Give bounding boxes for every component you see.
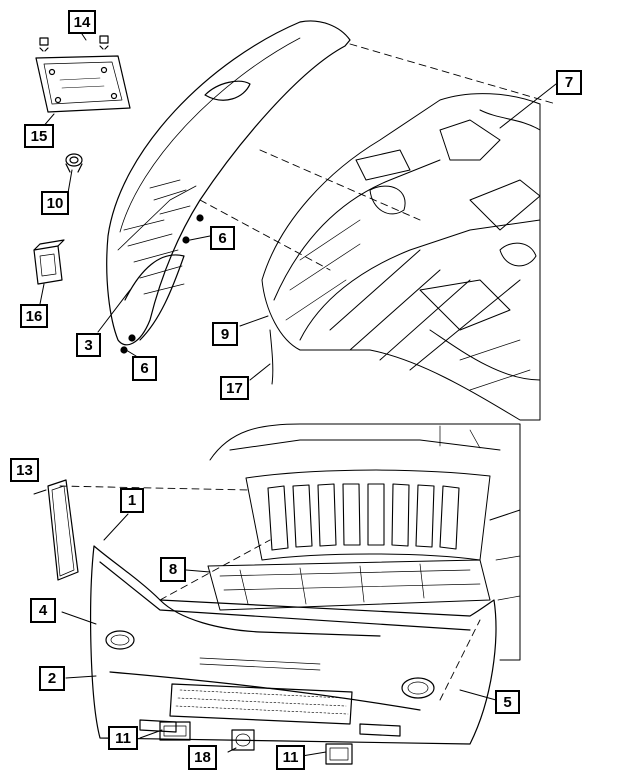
front-vehicle <box>207 423 521 661</box>
part-18-bezel <box>231 729 255 751</box>
callout-13: 13 <box>10 458 39 482</box>
lower-fascia <box>90 545 497 745</box>
callout-18: 18 <box>188 745 217 770</box>
callout-6: 6 <box>132 356 157 381</box>
part-16-bracket <box>33 239 65 285</box>
part-10-clip <box>65 153 83 173</box>
callout-5: 5 <box>495 690 520 714</box>
callout-leaders <box>33 33 557 757</box>
callout-1: 1 <box>120 488 144 513</box>
callout-16: 16 <box>20 304 48 328</box>
callout-2: 2 <box>39 666 65 691</box>
callout-7: 7 <box>556 70 582 95</box>
part-15-license-bracket <box>35 55 131 113</box>
part-14-clips <box>39 35 109 52</box>
upper-fascia <box>106 20 351 354</box>
part-11-right-bracket <box>325 743 353 765</box>
engine-bay-top <box>261 93 541 421</box>
part-11-left-bracket <box>159 721 191 741</box>
callout-6: 6 <box>210 226 235 250</box>
callout-3: 3 <box>76 333 101 357</box>
callout-11: 11 <box>108 726 138 750</box>
callout-4: 4 <box>30 598 56 623</box>
callout-8: 8 <box>160 557 186 582</box>
part-13-bezel <box>47 479 79 581</box>
callout-11: 11 <box>276 745 305 770</box>
callout-14: 14 <box>68 10 96 34</box>
callout-10: 10 <box>41 191 69 215</box>
callout-9: 9 <box>212 322 238 346</box>
callout-17: 17 <box>220 376 249 400</box>
callout-15: 15 <box>24 124 54 148</box>
